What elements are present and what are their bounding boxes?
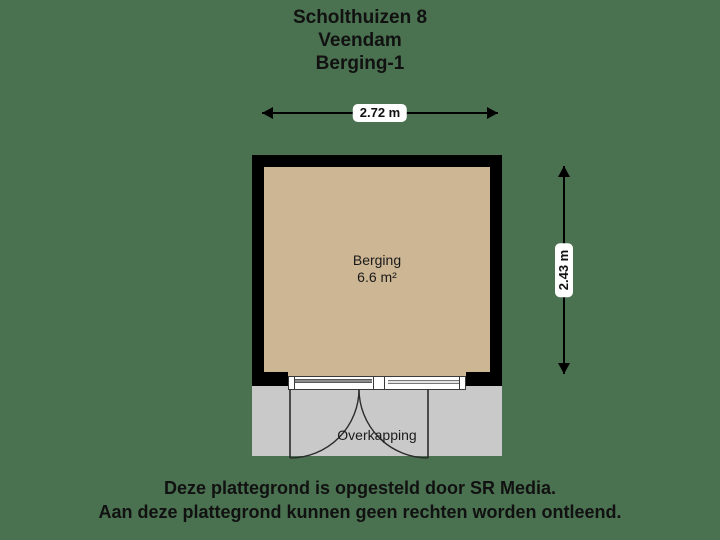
room-name: Berging: [352, 252, 402, 268]
door-leaf-right: [388, 380, 460, 384]
room-berging-label: Berging 6.6 m²: [264, 252, 490, 286]
wall-stub-right: [466, 372, 502, 386]
wall-stub-left: [252, 372, 288, 386]
footer-disclaimer: Deze plattegrond is opgesteld door SR Me…: [0, 476, 720, 524]
door-swing-arcs: [289, 388, 429, 459]
footer-line-1: Deze plattegrond is opgesteld door SR Me…: [163, 478, 557, 498]
door-swing-arc-left: [289, 388, 360, 459]
door-jamb-right: [459, 377, 465, 389]
room-berging: [264, 167, 490, 378]
door-leaf-left: [294, 379, 372, 383]
arrow-left-icon: [262, 107, 273, 119]
door-mullion: [373, 377, 385, 389]
double-door-assembly: [288, 376, 466, 390]
arrow-right-icon: [487, 107, 498, 119]
area-overkapping: [252, 384, 502, 456]
arrow-up-icon: [558, 166, 570, 177]
page-title: Scholthuizen 8 Veendam Berging-1: [0, 6, 720, 75]
arrow-down-icon: [558, 363, 570, 374]
room-area: 6.6 m²: [357, 269, 397, 285]
dimension-height: 2.43 m: [554, 166, 574, 374]
area-overkapping-label: Overkapping: [337, 427, 417, 443]
dimension-width-label: 2.72 m: [352, 104, 408, 122]
title-address: Scholthuizen 8: [292, 7, 428, 28]
title-city: Veendam: [318, 30, 402, 51]
title-floor: Berging-1: [315, 53, 405, 74]
dimension-width: 2.72 m: [262, 103, 498, 123]
dimension-height-label: 2.43 m: [555, 242, 573, 298]
footer-line-2: Aan deze plattegrond kunnen geen rechten…: [98, 502, 622, 522]
door-jamb-left: [289, 377, 295, 389]
door-swing-arc-right: [358, 388, 429, 459]
